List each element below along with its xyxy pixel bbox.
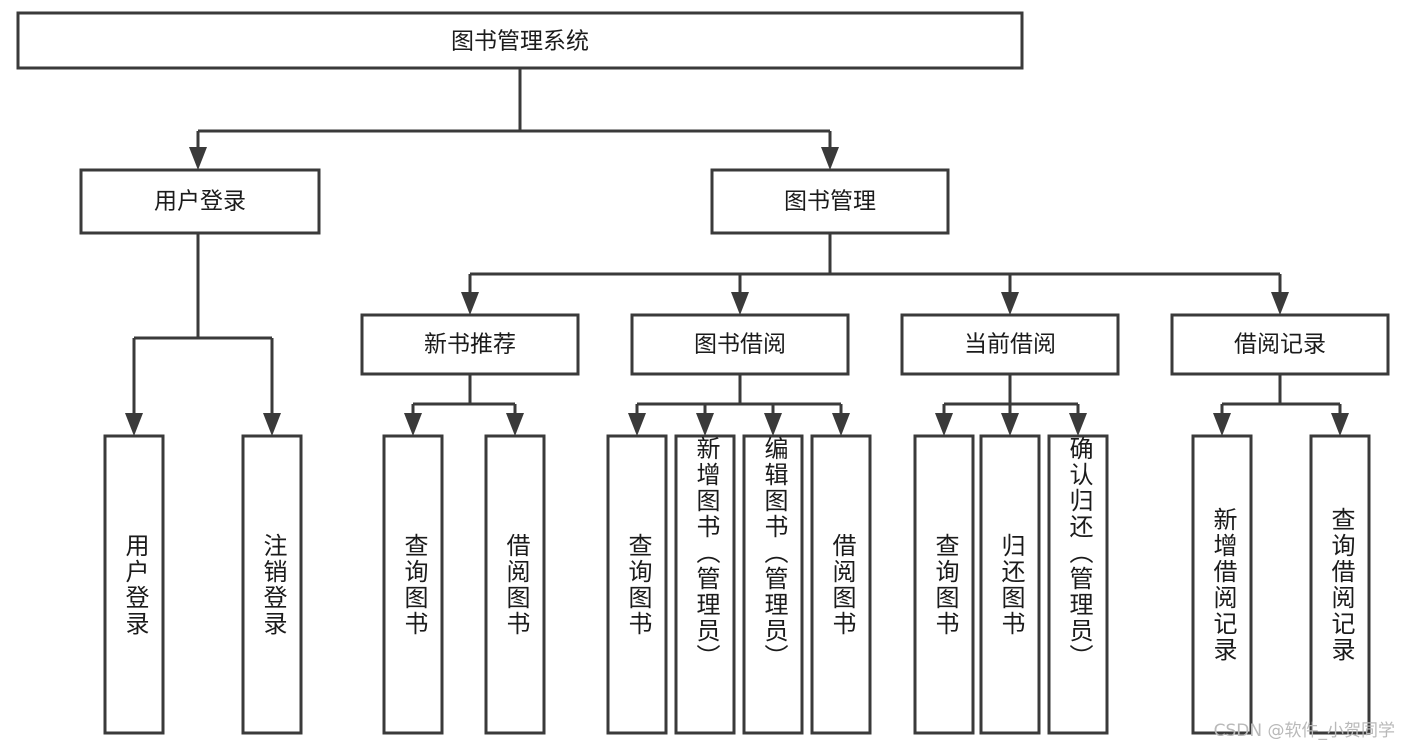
node-book-manage-label: 图书管理 bbox=[784, 189, 876, 215]
leaf-rect-confirm-return-admin bbox=[1047, 434, 1109, 735]
connector-userlogin-to-leaves bbox=[125, 233, 281, 436]
node-new-book-recommend-label: 新书推荐 bbox=[424, 332, 516, 358]
node-root-label: 图书管理系统 bbox=[451, 29, 589, 55]
node-root[interactable]: 图书管理系统 bbox=[16, 11, 1024, 70]
connector-bookmanage-to-level3 bbox=[461, 233, 1289, 315]
node-book-borrow-label: 图书借阅 bbox=[694, 332, 786, 358]
node-current-borrow-label: 当前借阅 bbox=[964, 332, 1056, 358]
leaf-rect-add-borrow-record bbox=[1191, 434, 1253, 735]
leaf-rect-query-book-3 bbox=[913, 434, 975, 735]
node-book-borrow[interactable]: 图书借阅 bbox=[630, 313, 850, 376]
node-user-login[interactable]: 用户登录 bbox=[79, 168, 321, 235]
leaf-rect-return-book bbox=[979, 434, 1041, 735]
leaf-rect-borrow-book-2 bbox=[810, 434, 872, 735]
leaf-rect-edit-book-admin bbox=[742, 434, 804, 735]
leaf-rect-query-book-2 bbox=[606, 434, 668, 735]
connector-currentborrow-to-leaves bbox=[935, 374, 1087, 436]
leaf-rects bbox=[103, 434, 1371, 735]
node-borrow-record[interactable]: 借阅记录 bbox=[1170, 313, 1390, 376]
connector-root-to-level2 bbox=[189, 68, 839, 170]
leaf-rect-add-book-admin bbox=[674, 434, 736, 735]
leaf-rect-borrow-book-1 bbox=[484, 434, 546, 735]
leaf-rect-query-borrow-record bbox=[1309, 434, 1371, 735]
connector-newbook-to-leaves bbox=[404, 374, 524, 436]
node-borrow-record-label: 借阅记录 bbox=[1234, 332, 1326, 358]
leaf-rect-logout-login bbox=[241, 434, 303, 735]
connector-bookborrow-to-leaves bbox=[628, 374, 850, 436]
watermark: CSDN @软件_小贺同学 bbox=[1213, 721, 1395, 741]
node-user-login-label: 用户登录 bbox=[154, 189, 246, 215]
node-current-borrow[interactable]: 当前借阅 bbox=[900, 313, 1120, 376]
node-book-manage[interactable]: 图书管理 bbox=[710, 168, 950, 235]
node-new-book-recommend[interactable]: 新书推荐 bbox=[360, 313, 580, 376]
leaf-rect-query-book-1 bbox=[382, 434, 444, 735]
leaf-rect-user-login bbox=[103, 434, 165, 735]
connector-borrowrecord-to-leaves bbox=[1213, 374, 1349, 436]
